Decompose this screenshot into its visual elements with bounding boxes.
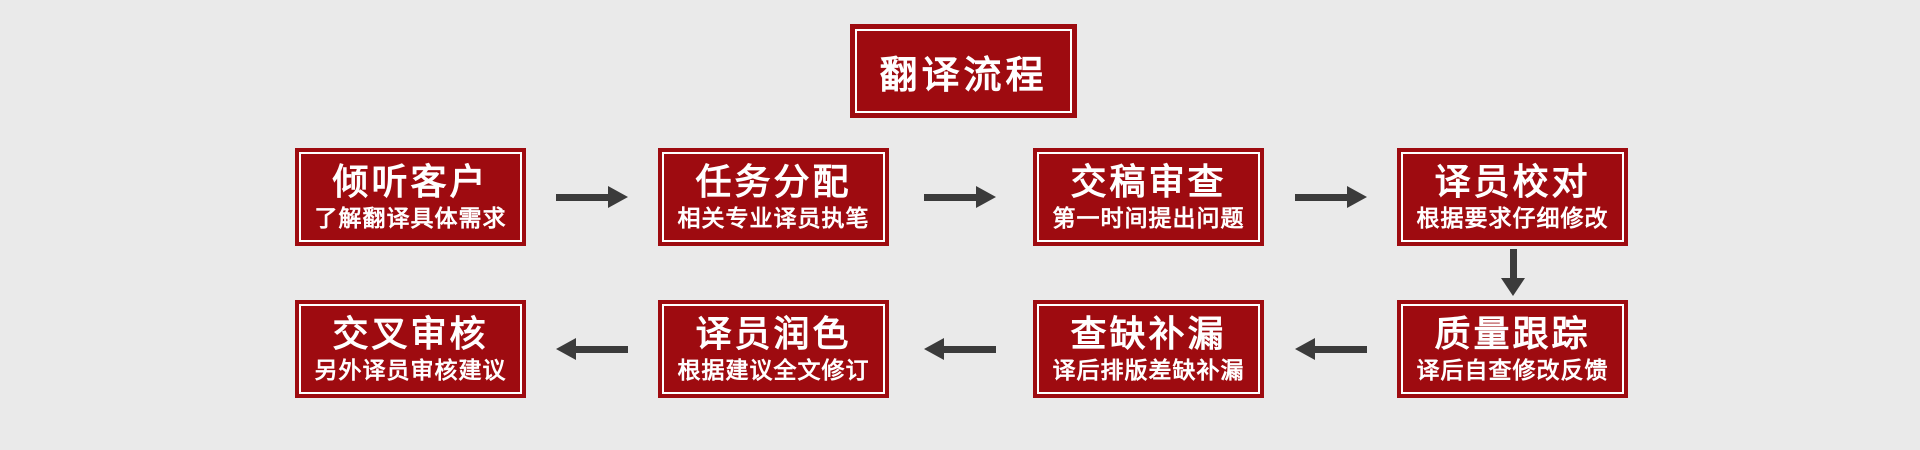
step-translator-polishing: 译员润色 根据建议全文修订 — [658, 300, 889, 398]
arrow-right-icon — [556, 186, 628, 208]
step-draft-review: 交稿审查 第一时间提出问题 — [1033, 148, 1264, 246]
arrow-down-icon — [1501, 249, 1525, 296]
step-title: 译员润色 — [695, 314, 852, 356]
arrow-left-icon — [924, 338, 996, 360]
step-gap-check-fill: 查缺补漏 译后排版差缺补漏 — [1033, 300, 1264, 398]
step-subtitle: 译后排版差缺补漏 — [1052, 358, 1245, 385]
step-title: 质量跟踪 — [1434, 314, 1591, 356]
step-subtitle: 译后自查修改反馈 — [1416, 358, 1609, 385]
arrow-right-icon — [924, 186, 996, 208]
step-task-assignment: 任务分配 相关专业译员执笔 — [658, 148, 889, 246]
step-title: 译员校对 — [1434, 162, 1591, 204]
step-subtitle: 了解翻译具体需求 — [314, 206, 507, 233]
step-title: 任务分配 — [695, 162, 852, 204]
title-box: 翻译流程 — [850, 24, 1077, 118]
title-box-inner: 翻译流程 — [855, 29, 1072, 113]
step-subtitle: 根据要求仔细修改 — [1416, 206, 1609, 233]
step-title: 交稿审查 — [1070, 162, 1227, 204]
step-subtitle: 相关专业译员执笔 — [677, 206, 870, 233]
step-subtitle: 另外译员审核建议 — [314, 358, 507, 385]
step-subtitle: 根据建议全文修订 — [677, 358, 870, 385]
step-cross-review: 交叉审核 另外译员审核建议 — [295, 300, 526, 398]
step-title: 倾听客户 — [332, 162, 489, 204]
arrow-right-icon — [1295, 186, 1367, 208]
step-title: 查缺补漏 — [1070, 314, 1227, 356]
step-translator-proofreading: 译员校对 根据要求仔细修改 — [1397, 148, 1628, 246]
step-quality-tracking: 质量跟踪 译后自查修改反馈 — [1397, 300, 1628, 398]
step-subtitle: 第一时间提出问题 — [1052, 206, 1245, 233]
page-title: 翻译流程 — [879, 52, 1048, 97]
step-listen-to-customer: 倾听客户 了解翻译具体需求 — [295, 148, 526, 246]
step-title: 交叉审核 — [332, 314, 489, 356]
arrow-left-icon — [556, 338, 628, 360]
arrow-left-icon — [1295, 338, 1367, 360]
